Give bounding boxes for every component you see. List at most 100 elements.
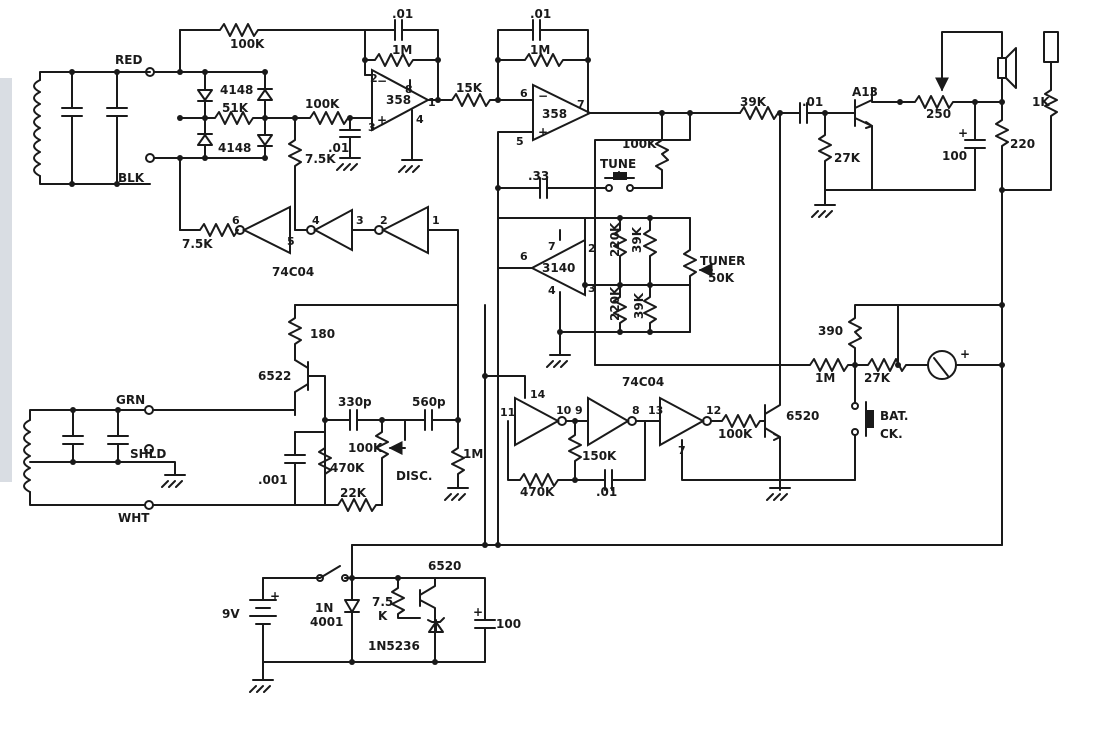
ic74c04-a-label: 74C04: [272, 265, 314, 279]
r15k-label: 15K: [456, 81, 483, 95]
inverter-74c04-b2: [587, 396, 630, 447]
opamp-358-a: [371, 68, 431, 132]
wht-label: WHT: [118, 511, 150, 525]
svg-text:4: 4: [548, 284, 556, 297]
grn-terminal: [144, 405, 154, 415]
blk-label: BLK: [118, 171, 145, 185]
tuner-label[interactable]: TUNER: [700, 254, 745, 268]
opamp-358-b: [532, 83, 593, 142]
c100-out-label: 100: [942, 149, 967, 163]
svg-text:8: 8: [405, 83, 413, 96]
r470k-b-label: 470K: [520, 485, 555, 499]
grn-label: GRN: [116, 393, 145, 407]
svg-text:+: +: [958, 126, 968, 140]
disc-label[interactable]: DISC.: [396, 469, 432, 483]
r27k-out-label: 27K: [834, 151, 861, 165]
c33-label: .33: [528, 169, 549, 183]
red-label: RED: [115, 53, 142, 67]
svg-text:1: 1: [428, 96, 436, 109]
c001-label: .001: [258, 473, 288, 487]
r39k-out-label: 39K: [740, 95, 767, 109]
r22k-label: 22K: [340, 486, 367, 500]
svg-text:4: 4: [312, 214, 320, 227]
r220-label: 220: [1010, 137, 1035, 151]
svg-text:5: 5: [516, 135, 524, 148]
r150k-label: 150K: [582, 449, 617, 463]
r75k-fb: [179, 223, 239, 237]
svg-text:4: 4: [416, 113, 424, 126]
inverter-74c04-a3: [380, 205, 429, 255]
c01-input-label: .01: [328, 141, 349, 155]
transistor-6522-label: 6522: [258, 369, 291, 383]
svg-text:2: 2: [380, 214, 388, 227]
tuner-val-label: 50K: [708, 271, 735, 285]
diode-4148-bot-label: 4148: [218, 141, 251, 155]
ck-label: CK.: [880, 427, 903, 441]
svg-text:9: 9: [575, 404, 583, 417]
transistor-6520-a-label: 6520: [786, 409, 819, 423]
svg-text:−: −: [377, 74, 387, 88]
svg-text:13: 13: [648, 404, 663, 417]
r100k-top-label: 100K: [230, 37, 265, 51]
inverter-74c04-a1: [241, 205, 291, 255]
tune-label[interactable]: TUNE: [600, 157, 636, 171]
power-switch[interactable]: [316, 574, 324, 582]
svg-text:3: 3: [356, 214, 364, 227]
opamp-358-b-label: 358: [542, 107, 567, 121]
svg-text:1: 1: [432, 214, 440, 227]
diode-1n4001-b-label: 4001: [310, 615, 343, 629]
opamp-3140-label: 3140: [542, 261, 575, 275]
diode-4148-top-label: 4148: [220, 83, 253, 97]
transistor-6520-b: [419, 577, 436, 663]
earphone-jack: [1043, 31, 1059, 63]
svg-text:+: +: [473, 605, 483, 619]
r1m-fb-b-label: 1M: [530, 43, 550, 57]
c560p-label: 560p: [412, 395, 446, 409]
r100k-q-label: 100K: [718, 427, 753, 441]
r39k-b-label: 39K: [632, 292, 646, 319]
r470k-a-label: 470K: [330, 461, 365, 475]
input-coil-bottom: [23, 419, 31, 493]
r75k-bias-label: 7.5K: [305, 152, 336, 166]
svg-text:7: 7: [548, 240, 556, 253]
r15k: [427, 93, 534, 107]
zener-1n5236: [427, 617, 445, 633]
svg-text:+: +: [270, 589, 280, 603]
r39k-a-label: 39K: [630, 226, 644, 253]
c01-fb-b-label: .01: [530, 7, 551, 21]
svg-text:10: 10: [556, 404, 572, 417]
svg-text:−: −: [538, 89, 548, 103]
svg-text:5: 5: [287, 235, 295, 248]
blk-terminal: [145, 153, 155, 163]
svg-text:6: 6: [520, 250, 528, 263]
c01-out-label: .01: [802, 95, 823, 109]
transistor-6522: [294, 359, 309, 416]
battery-9v: [249, 577, 277, 663]
diode-1n4001-a-label: 1N: [315, 601, 333, 615]
bat-check-button[interactable]: [866, 410, 874, 428]
r390-label: 390: [818, 324, 843, 338]
inverter-74c04-a2: [312, 208, 353, 252]
svg-text:8: 8: [632, 404, 640, 417]
speaker: [997, 47, 1017, 89]
wht-terminal: [144, 500, 154, 510]
r1k-label: 1K: [1032, 95, 1050, 109]
ic74c04-b-label: 74C04: [622, 375, 664, 389]
svg-text:11: 11: [500, 406, 515, 419]
bat-label: BAT.: [880, 409, 908, 423]
diode-1n4001: [344, 544, 360, 663]
r51k-label: 51K: [222, 101, 249, 115]
zener-label: 1N5236: [368, 639, 420, 653]
transistor-6520-a: [764, 112, 791, 501]
inverter-74c04-b3: [659, 396, 706, 447]
r75k-bias: [288, 117, 302, 231]
svg-text:14: 14: [530, 388, 546, 401]
r100k-top: [179, 23, 366, 76]
svg-text:3: 3: [368, 121, 376, 134]
r220k-a-label: 220K: [608, 222, 622, 257]
r1m-fb-a-label: 1M: [392, 43, 412, 57]
c01-input: [336, 117, 361, 171]
opamp-3140: [529, 238, 586, 297]
shld-label: SHLD: [130, 447, 166, 461]
